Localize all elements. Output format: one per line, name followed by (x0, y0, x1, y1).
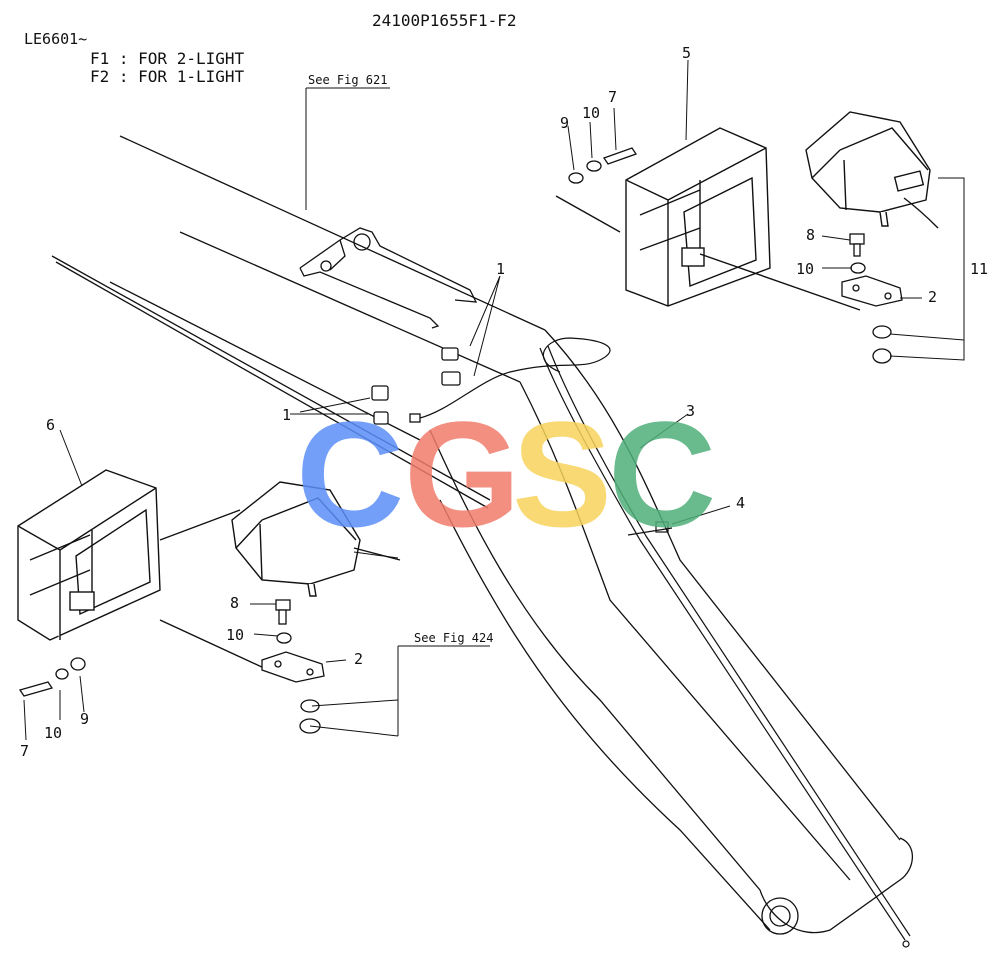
callout-6: 6 (46, 416, 55, 434)
callout-7b: 7 (20, 742, 29, 760)
callout-9a: 9 (560, 114, 569, 132)
watermark-letter-2: G (404, 390, 521, 558)
ref-fig621: See Fig 621 (308, 73, 387, 87)
watermark-letter-3: S (512, 390, 612, 558)
callout-9b: 9 (80, 710, 89, 728)
guard5-hardware (568, 147, 638, 184)
callout-1b: 1 (282, 406, 291, 424)
work-lamp-upper (805, 111, 939, 229)
callout-5: 5 (682, 44, 691, 62)
lamp-bracket-upper (841, 233, 903, 364)
boom-arm (51, 135, 914, 935)
watermark: C G S C (296, 390, 716, 558)
callout-4: 4 (736, 494, 745, 512)
callout-2a: 2 (928, 288, 937, 306)
lamp-bracket-lower (18, 599, 325, 734)
callout-10d: 10 (44, 724, 62, 742)
callout-10b: 10 (796, 260, 814, 278)
ref-fig424: See Fig 424 (414, 631, 493, 645)
callout-11: 11 (970, 260, 988, 278)
wire-harness (419, 337, 911, 948)
callout-8b: 8 (230, 594, 239, 612)
watermark-letter-1: C (296, 390, 404, 558)
callout-2b: 2 (354, 650, 363, 668)
callout-8a: 8 (806, 226, 815, 244)
callout-10a: 10 (582, 104, 600, 122)
callout-7a: 7 (608, 88, 617, 106)
work-lamp-lower (231, 481, 401, 597)
callout-10c: 10 (226, 626, 244, 644)
watermark-letter-4: C (608, 390, 716, 558)
leader-lines (23, 59, 965, 741)
light-guard-5 (555, 127, 861, 311)
legend-f2: F2 : FOR 1-LIGHT (90, 67, 244, 86)
serial-number: LE6601~ (24, 30, 87, 48)
legend-f1: F1 : FOR 2-LIGHT (90, 49, 244, 68)
callout-3: 3 (686, 402, 695, 420)
light-guard-6 (17, 469, 291, 681)
callout-numbers: 1 1 2 2 3 4 5 6 7 7 8 8 9 9 10 10 10 10 … (20, 44, 988, 760)
clamp-group (371, 347, 461, 425)
part-number: 24100P1655F1-F2 (372, 11, 517, 30)
callout-1a: 1 (496, 260, 505, 278)
